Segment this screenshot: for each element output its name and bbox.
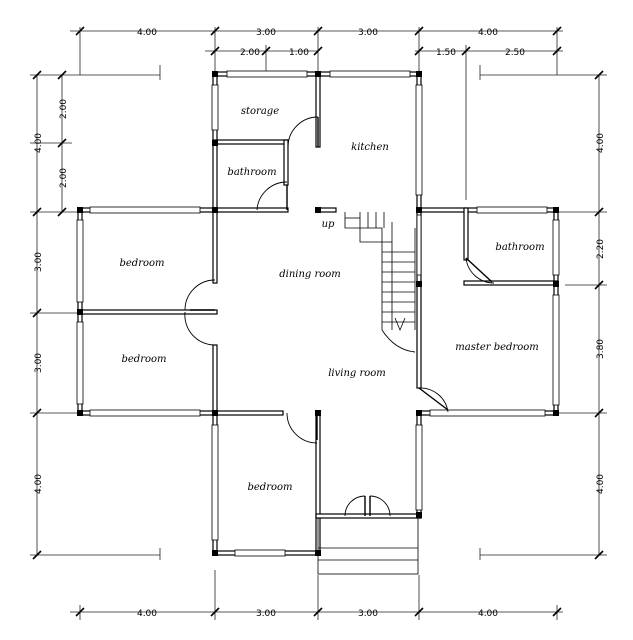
dimension-lines (30, 27, 607, 620)
label-master-bedroom: master bedroom (455, 342, 539, 353)
dim-top-3: 3.00 (358, 28, 378, 38)
dim-left-3: 3.00 (34, 353, 44, 373)
dim-top-4: 4.00 (478, 28, 498, 38)
label-bathroom-small: bathroom (227, 167, 276, 178)
dim-top-2: 3.00 (256, 28, 276, 38)
label-living-room: living room (328, 368, 386, 379)
dim-top-inner-1: 2.00 (240, 48, 260, 58)
dim-right-2: 2.20 (596, 239, 606, 259)
dim-right-3: 3.80 (596, 339, 606, 359)
dim-right-1: 4.00 (596, 133, 606, 153)
room-labels: storage kitchen bathroom bedroom dining … (119, 106, 544, 493)
label-stair-up: up (322, 219, 335, 230)
dim-top-inner-2: 1.00 (289, 48, 309, 58)
dim-left-4: 4.00 (34, 474, 44, 494)
doors (184, 116, 495, 517)
label-dining-room: dining room (279, 269, 341, 280)
label-bathroom-master: bathroom (495, 242, 544, 253)
dim-top-1: 4.00 (137, 28, 157, 38)
dim-top-inner-4: 2.50 (505, 48, 525, 58)
dim-left-2: 3.00 (34, 252, 44, 272)
dim-bottom-3: 3.00 (358, 609, 378, 619)
dim-bottom-2: 3.00 (256, 609, 276, 619)
label-storage: storage (241, 106, 279, 117)
dim-right-4: 4.00 (596, 474, 606, 494)
dim-left-1: 4.00 (34, 133, 44, 153)
dimension-labels: 4.00 3.00 3.00 4.00 2.00 1.00 1.50 2.50 … (34, 28, 606, 619)
dim-bottom-1: 4.00 (137, 609, 157, 619)
dim-left-inner-1: 2.00 (59, 99, 69, 119)
dimension-ticks (32, 26, 604, 617)
entrance-steps (317, 517, 419, 575)
dim-bottom-4: 4.00 (478, 609, 498, 619)
dim-top-inner-3: 1.50 (436, 48, 456, 58)
label-bedroom-upper-left: bedroom (119, 258, 164, 269)
staircase (344, 212, 416, 353)
label-bedroom-lower-left: bedroom (121, 354, 166, 365)
columns (77, 71, 559, 556)
label-bedroom-bottom: bedroom (247, 482, 292, 493)
label-kitchen: kitchen (351, 142, 389, 153)
dim-left-inner-2: 2.00 (59, 168, 69, 188)
windows (76, 70, 560, 557)
